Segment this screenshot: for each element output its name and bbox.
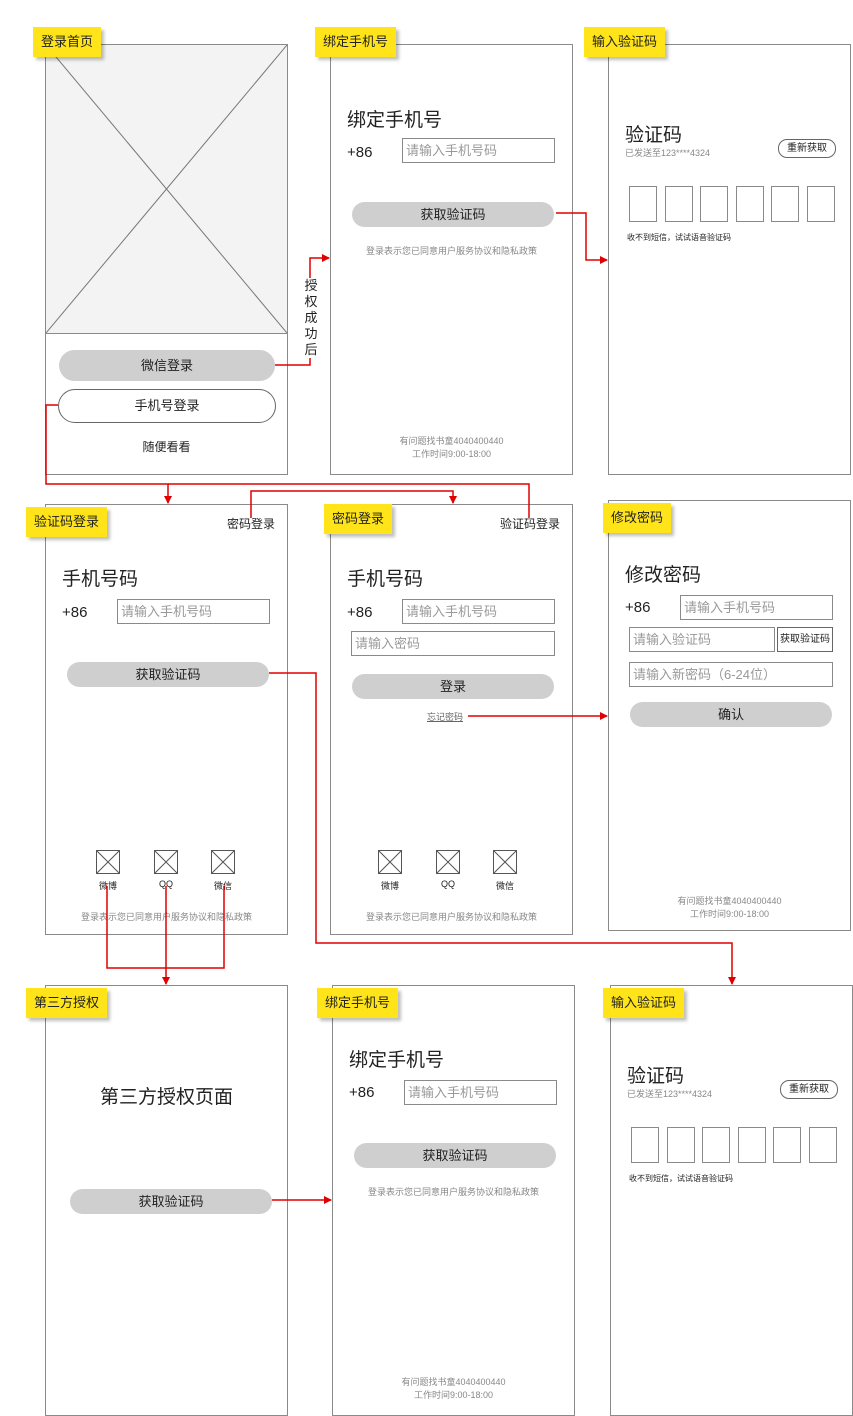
help-phone: 有问题找书童4040400440	[677, 896, 782, 906]
weibo-label: 微博	[98, 881, 117, 891]
screen-verify-code-1: 验证码 已发送至123****4324 重新获取 收不到短信，试试语音验证码	[608, 44, 851, 475]
login-button[interactable]: 登录	[352, 674, 554, 699]
password-login-link[interactable]: 密码登录	[226, 517, 275, 531]
hero-image-placeholder	[46, 45, 287, 334]
screen-bind-phone-1: 绑定手机号 +86 请输入手机号码 获取验证码 登录表示您已同意用户服务协议和隐…	[330, 44, 573, 475]
code-digit-box[interactable]	[809, 1127, 837, 1163]
help-phone: 有问题找书童4040400440	[399, 436, 504, 446]
weibo-icon[interactable]	[96, 850, 120, 874]
code-digit-box[interactable]	[736, 186, 764, 222]
code-digit-box[interactable]	[667, 1127, 695, 1163]
agreement-text[interactable]: 登录表示您已同意用户服务协议和隐私政策	[80, 912, 252, 922]
code-title: 验证码	[627, 1066, 685, 1087]
screen-bind-phone-2: 绑定手机号 +86 请输入手机号码 获取验证码 登录表示您已同意用户服务协议和隐…	[332, 985, 575, 1416]
get-code-small-button[interactable]: 获取验证码	[777, 627, 833, 652]
phone-login-button[interactable]: 手机号登录	[58, 389, 276, 423]
tag-verify-code-2: 输入验证码	[603, 988, 685, 1018]
code-sent-text: 已发送至123****4324	[627, 1089, 713, 1099]
confirm-button[interactable]: 确认	[630, 702, 832, 727]
wechat-login-button[interactable]: 微信登录	[59, 350, 275, 381]
get-code-button[interactable]: 获取验证码	[67, 662, 269, 687]
country-code: +86	[62, 604, 88, 621]
wechat-label: 微信	[495, 881, 514, 891]
weibo-icon[interactable]	[378, 850, 402, 874]
wechat-icon[interactable]	[493, 850, 517, 874]
resend-button[interactable]: 重新获取	[780, 1080, 838, 1099]
no-sms-link[interactable]: 收不到短信，试试语音验证码	[627, 233, 731, 242]
code-digit-box[interactable]	[771, 186, 799, 222]
country-code: +86	[349, 1084, 375, 1101]
browse-link[interactable]: 随便看看	[142, 440, 191, 454]
agreement-text[interactable]: 登录表示您已同意用户服务协议和隐私政策	[367, 1187, 539, 1197]
agreement-text[interactable]: 登录表示您已同意用户服务协议和隐私政策	[365, 246, 537, 256]
code-digit-box[interactable]	[807, 186, 835, 222]
code-input[interactable]: 请输入验证码	[629, 627, 775, 652]
qq-label: QQ	[440, 879, 455, 889]
screen-password-login: 验证码登录 手机号码 +86 请输入手机号码 请输入密码 登录 忘记密码 微博 …	[330, 504, 573, 935]
tag-bind-phone-2: 绑定手机号	[317, 988, 399, 1018]
screen-login-home: 微信登录 手机号登录 随便看看	[45, 44, 288, 475]
tag-login-home: 登录首页	[33, 27, 102, 57]
wechat-label: 微信	[213, 881, 232, 891]
get-code-button[interactable]: 获取验证码	[354, 1143, 556, 1168]
get-code-button[interactable]: 获取验证码	[70, 1189, 272, 1214]
code-title: 验证码	[625, 125, 683, 146]
page-title: 第三方授权页面	[99, 1087, 233, 1108]
work-hours: 工作时间9:00-18:00	[689, 909, 770, 919]
code-sent-text: 已发送至123****4324	[625, 148, 711, 158]
country-code: +86	[347, 604, 373, 621]
forgot-password-link[interactable]: 忘记密码	[427, 712, 464, 722]
resend-button[interactable]: 重新获取	[778, 139, 836, 158]
page-title: 绑定手机号	[347, 110, 443, 131]
screen-third-party: 第三方授权页面 获取验证码	[45, 985, 288, 1416]
tag-third-party: 第三方授权	[26, 988, 108, 1018]
country-code: +86	[625, 599, 651, 616]
new-password-input[interactable]: 请输入新密码（6-24位）	[629, 662, 833, 687]
phone-input[interactable]: 请输入手机号码	[680, 595, 833, 620]
screen-change-password: 修改密码 +86 请输入手机号码 请输入验证码 获取验证码 请输入新密码（6-2…	[608, 500, 851, 931]
page-title: 手机号码	[62, 569, 139, 590]
auth-success-label: 授权成功后	[303, 278, 319, 358]
password-input[interactable]: 请输入密码	[351, 631, 555, 656]
screen-code-login: 密码登录 手机号码 +86 请输入手机号码 获取验证码 微博 QQ 微信 登录表…	[45, 504, 288, 935]
tag-verify-code-1: 输入验证码	[584, 27, 666, 57]
code-digit-box[interactable]	[631, 1127, 659, 1163]
work-hours: 工作时间9:00-18:00	[411, 449, 492, 459]
phone-input[interactable]: 请输入手机号码	[402, 138, 555, 163]
wechat-icon[interactable]	[211, 850, 235, 874]
tag-bind-phone-1: 绑定手机号	[315, 27, 397, 57]
screen-verify-code-2: 验证码 已发送至123****4324 重新获取 收不到短信，试试语音验证码	[610, 985, 853, 1416]
page-title: 修改密码	[625, 565, 702, 586]
code-digit-box[interactable]	[773, 1127, 801, 1163]
help-phone: 有问题找书童4040400440	[401, 1377, 506, 1387]
no-sms-link[interactable]: 收不到短信，试试语音验证码	[629, 1174, 733, 1183]
weibo-label: 微博	[380, 881, 399, 891]
qq-label: QQ	[158, 879, 173, 889]
page-title: 手机号码	[347, 569, 424, 590]
phone-input[interactable]: 请输入手机号码	[402, 599, 555, 624]
tag-code-login: 验证码登录	[26, 507, 108, 537]
code-digit-box[interactable]	[702, 1127, 730, 1163]
country-code: +86	[347, 144, 373, 161]
qq-icon[interactable]	[154, 850, 178, 874]
phone-input[interactable]: 请输入手机号码	[404, 1080, 557, 1105]
phone-input[interactable]: 请输入手机号码	[117, 599, 270, 624]
code-digit-box[interactable]	[700, 186, 728, 222]
code-digit-box[interactable]	[665, 186, 693, 222]
code-digit-box[interactable]	[738, 1127, 766, 1163]
code-digit-box[interactable]	[629, 186, 657, 222]
agreement-text[interactable]: 登录表示您已同意用户服务协议和隐私政策	[365, 912, 537, 922]
get-code-button[interactable]: 获取验证码	[352, 202, 554, 227]
code-login-link[interactable]: 验证码登录	[499, 517, 560, 531]
tag-password-login: 密码登录	[324, 504, 393, 534]
qq-icon[interactable]	[436, 850, 460, 874]
work-hours: 工作时间9:00-18:00	[413, 1390, 494, 1400]
tag-change-password: 修改密码	[603, 503, 672, 533]
page-title: 绑定手机号	[349, 1050, 445, 1071]
